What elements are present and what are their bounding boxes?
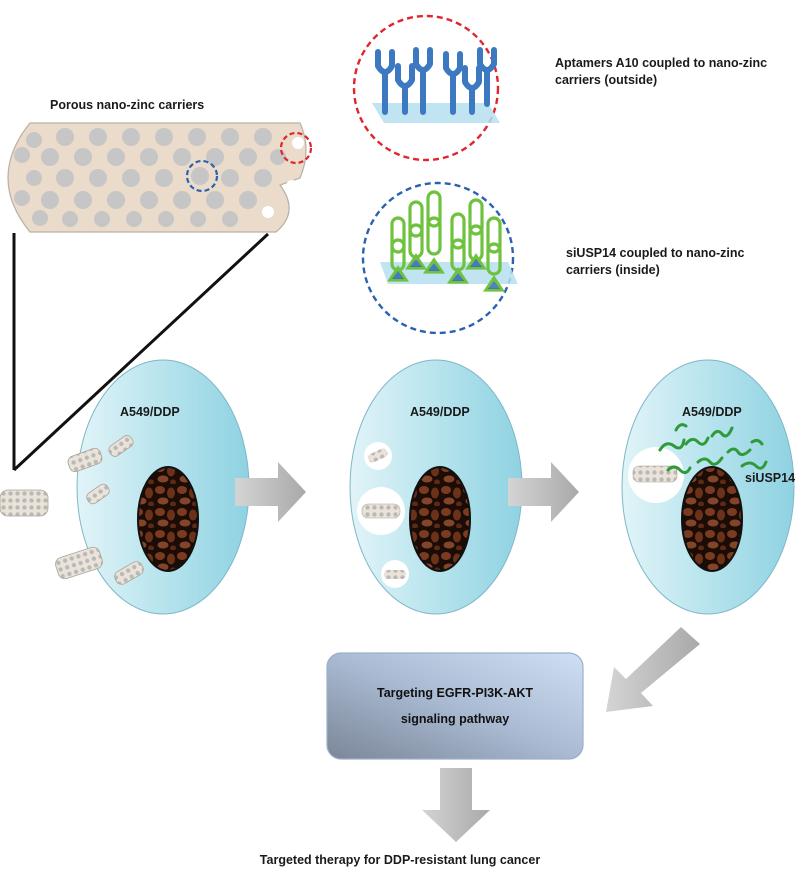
nano-carriers-entering — [0, 435, 144, 585]
sirna-label-line2: carriers (inside) — [566, 262, 660, 277]
pathway-line1: Targeting EGFR-PI3K-AKT — [376, 685, 534, 700]
nucleus-1 — [137, 466, 199, 572]
outside-marker-ring — [279, 131, 313, 165]
released-sirna — [658, 423, 768, 475]
aptamer-label: Aptamers A10 coupled to nano-zinc carrie… — [555, 55, 767, 89]
sirna-release-label: siUSP14 — [745, 471, 796, 485]
aptamer-icons — [375, 47, 497, 115]
pathway-line2: signaling pathway — [400, 712, 510, 726]
sirna-label-line1: siUSP14 coupled to nano-zinc — [566, 246, 745, 260]
arrow-2 — [508, 462, 579, 522]
arrow-3 — [606, 627, 700, 712]
pathway-text: Targeting EGFR-PI3K-AKT signaling pathwa… — [330, 656, 580, 756]
sirna-hairpins — [387, 190, 505, 292]
cell-3 — [621, 359, 795, 615]
inside-marker-ring — [185, 159, 219, 193]
outcome-text: Targeted therapy for DDP-resistant lung … — [259, 853, 541, 867]
zoom-line-right — [12, 232, 270, 472]
cell-1 — [0, 359, 250, 615]
nucleus-3 — [681, 466, 743, 572]
cell-2-label: A549/DDP — [410, 405, 470, 419]
arrow-1 — [235, 462, 306, 522]
arrow-4 — [422, 768, 490, 842]
nucleus-2 — [409, 466, 471, 572]
cell-3-label: A549/DDP — [682, 405, 742, 419]
aptamer-label-line1: Aptamers A10 coupled to nano-zinc — [555, 56, 768, 70]
sirna-inset — [361, 181, 518, 335]
porous-carrier — [7, 122, 313, 233]
endosomes — [357, 442, 409, 588]
carrier-pores — [14, 128, 286, 227]
pathway-box — [326, 652, 584, 760]
sirna-label: siUSP14 coupled to nano-zinc carriers (i… — [566, 245, 745, 279]
aptamer-inset — [352, 14, 500, 162]
cell-1-label: A549/DDP — [120, 405, 180, 419]
cell-2 — [349, 359, 523, 615]
carrier-title: Porous nano-zinc carriers — [50, 98, 205, 112]
aptamer-label-line2: carriers (outside) — [555, 72, 658, 87]
